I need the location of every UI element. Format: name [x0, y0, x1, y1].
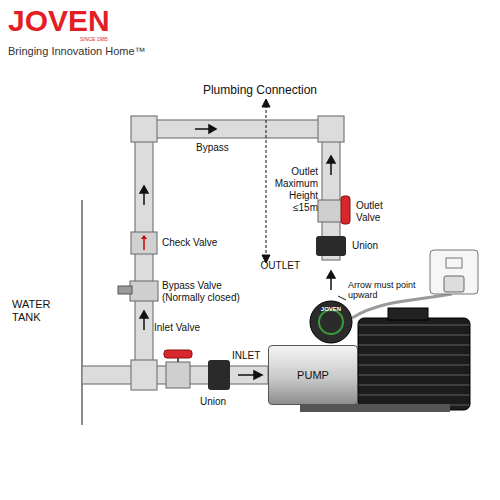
brand-tagline: Bringing Innovation Home™	[8, 45, 228, 58]
controller-logo: JOVEN	[316, 306, 346, 312]
port-label: OUTLET	[250, 260, 300, 272]
part-label: Check Valve	[162, 237, 242, 249]
pump-body: PUMP	[268, 345, 358, 405]
terminal-box	[388, 308, 428, 320]
inlet-valve	[164, 350, 192, 388]
brand-logo: JOVEN	[8, 6, 138, 36]
part-label: Bypass Valve (Normally closed)	[162, 280, 257, 303]
pressure-controller	[310, 301, 352, 343]
power-plug	[444, 276, 464, 292]
part-label: Union	[200, 396, 240, 408]
controller-ring	[319, 310, 343, 334]
height-dimension	[262, 99, 270, 263]
union-fitting	[316, 236, 346, 256]
port-label: INLET	[232, 350, 272, 362]
note-label: Arrow must point upward	[348, 280, 426, 301]
part-label: Union	[352, 240, 392, 252]
brand-since: SINCE 1985	[80, 37, 120, 43]
tank-wall	[81, 200, 83, 425]
pipe-label: Bypass	[196, 142, 256, 154]
pump-label: PUMP	[297, 369, 329, 381]
outlet-valve	[318, 196, 350, 224]
flow-arrows	[140, 125, 335, 379]
part-label: Inlet Valve	[152, 322, 202, 334]
pump-motor	[358, 318, 470, 410]
part-label: Outlet Valve	[356, 200, 398, 223]
union-fitting	[208, 360, 230, 390]
leader-line	[338, 296, 346, 300]
wall-socket	[430, 250, 478, 294]
check-valve	[131, 232, 157, 254]
bypass-valve	[118, 281, 158, 301]
tank-label: WATER TANK	[12, 298, 67, 323]
dimension-label: Outlet Maximum Height ≤15m	[270, 166, 318, 214]
socket-switch	[446, 258, 462, 268]
pump-base	[300, 404, 450, 412]
diagram-title: Plumbing Connection	[170, 84, 350, 98]
